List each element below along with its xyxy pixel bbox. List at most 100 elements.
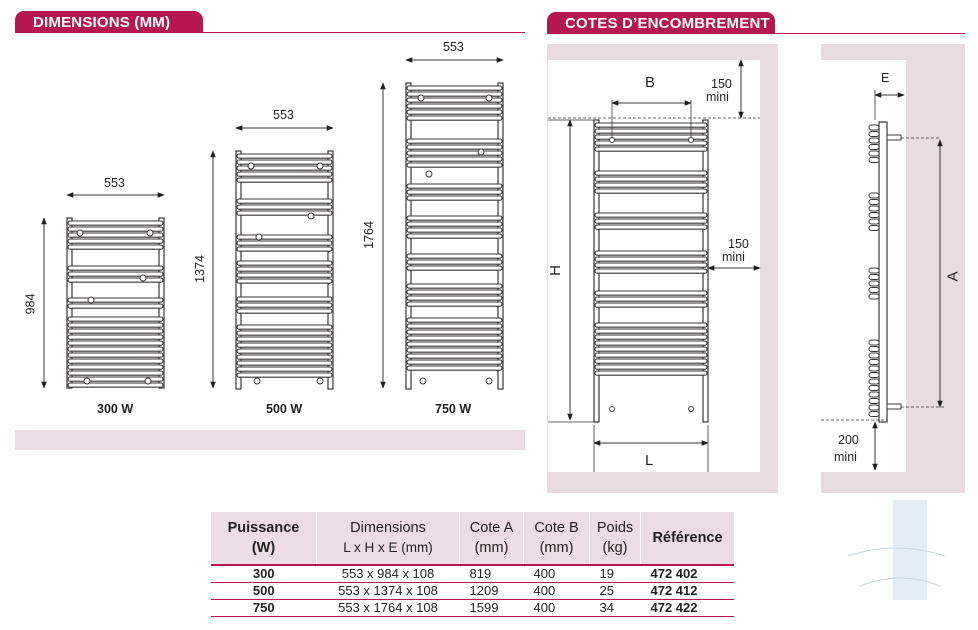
valve-dot (307, 212, 315, 220)
cell-reference: 472 402 (640, 564, 734, 583)
radiator-750-bar (406, 162, 503, 168)
cote-h-label: H (546, 265, 564, 276)
cell-power: 300 (211, 564, 317, 583)
radiator-750-bar (406, 150, 503, 156)
front-radiator-bar (594, 346, 708, 352)
dimensions-title: DIMENSIONS (MM) (15, 11, 203, 33)
valve-dot (417, 94, 425, 102)
valve-dot (253, 377, 261, 385)
front-radiator-bar (594, 176, 708, 182)
radiator-750-power: 750 W (435, 402, 472, 416)
side-bar (868, 391, 880, 398)
side-bar (868, 205, 880, 212)
bottom-gap-mini: mini (834, 450, 857, 464)
radiator-300-bar (67, 322, 164, 328)
side-bar (868, 150, 880, 157)
front-radiator-bar (594, 188, 708, 194)
radiator-750-bar (406, 259, 503, 265)
cell-dimensions: 553 x 984 x 108 (316, 564, 460, 583)
table-row: 500 553 x 1374 x 108 1209 400 25 472 412 (211, 582, 734, 600)
radiator-750-bar (406, 115, 503, 121)
radiator-300-bar (67, 244, 164, 250)
cell-dimensions: 553 x 1374 x 108 (316, 582, 460, 600)
side-bar (868, 352, 880, 359)
table-row: 300 553 x 984 x 108 819 400 19 472 402 (211, 564, 734, 583)
radiator-750-bar (406, 365, 503, 371)
side-bar (868, 199, 880, 205)
radiator-500-bar (236, 240, 333, 246)
radiator-300-height-label: 984 (23, 293, 38, 315)
valve-dot (609, 137, 615, 143)
radiator-300-bar (67, 340, 164, 346)
radiator-500-height-label: 1374 (192, 255, 207, 283)
side-bar (868, 365, 880, 372)
front-radiator-bar (594, 182, 708, 188)
front-radiator-bar (594, 340, 708, 346)
cotes-title-rule (775, 33, 965, 34)
top-gap-value: 150 (711, 77, 732, 91)
radiator-300-bar (67, 328, 164, 334)
header-cote-a: Cote A(mm) (459, 512, 524, 565)
valve-dot (485, 377, 493, 385)
radiator-750-bar (406, 347, 503, 353)
radiator-500-bar (236, 266, 333, 272)
radiator-500-bar (236, 159, 333, 165)
cell-poids: 19 (589, 564, 641, 583)
radiator-750-bar (406, 91, 503, 97)
radiator-300-bar (67, 238, 164, 244)
radiator-300-bar (67, 352, 164, 358)
cell-poids: 34 (589, 599, 641, 617)
side-bar (868, 267, 880, 274)
radiator-750-bar (406, 353, 503, 359)
radiator-500-bar (236, 246, 333, 252)
front-radiator-bar (594, 328, 708, 334)
valve-dot (485, 94, 493, 102)
dimensions-footer-band (15, 430, 525, 450)
radiator-750-bar (406, 301, 503, 307)
cell-power: 500 (211, 582, 317, 600)
radiator-500-bar (236, 308, 333, 314)
front-radiator-bar (594, 268, 708, 274)
front-radiator-bar (594, 296, 708, 302)
dimensions-title-rule (203, 32, 525, 33)
side-bar (868, 346, 880, 352)
radiator-750-bar (406, 103, 503, 109)
radiator-500-bar (236, 272, 333, 278)
radiator-500-bar (236, 171, 333, 177)
side-bar (868, 385, 880, 391)
wall-side-opening (821, 60, 906, 472)
front-radiator-bar (594, 212, 708, 218)
radiator-500-bar (236, 366, 333, 372)
top-bracket (886, 134, 902, 141)
radiator-500-bar (236, 260, 333, 266)
radiator-300-bar (67, 334, 164, 340)
radiator-750-bar (406, 289, 503, 295)
header-puissance: Puissance(W) (211, 512, 317, 565)
radiator-500-bar (236, 324, 333, 330)
radiator-750-bar (406, 227, 503, 233)
cote-a-label: A (944, 271, 962, 282)
side-gap-mini: mini (722, 250, 745, 264)
radiator-750-bar (406, 215, 503, 221)
radiator-750-bar (406, 85, 503, 91)
front-radiator-bar (594, 250, 708, 256)
header-reference: Référence (640, 512, 734, 565)
top-gap-mini: mini (706, 90, 729, 104)
radiator-750-bar (406, 183, 503, 189)
valve-dot (316, 377, 324, 385)
radiator-750-height-label: 1764 (361, 221, 376, 249)
radiator-300-bar (67, 303, 164, 309)
radiator-500-bar (236, 336, 333, 342)
radiator-300-right-tube (158, 217, 165, 389)
side-bar (868, 124, 880, 131)
front-radiator-bar (594, 370, 708, 376)
cell-power: 750 (211, 599, 317, 617)
cell-dimensions: 553 x 1764 x 108 (316, 599, 460, 617)
radiator-500-bar (236, 330, 333, 336)
front-radiator-bar (594, 302, 708, 308)
cell-reference: 472 422 (640, 599, 734, 617)
front-radiator-bar (594, 134, 708, 140)
radiator-750-bar (406, 329, 503, 335)
